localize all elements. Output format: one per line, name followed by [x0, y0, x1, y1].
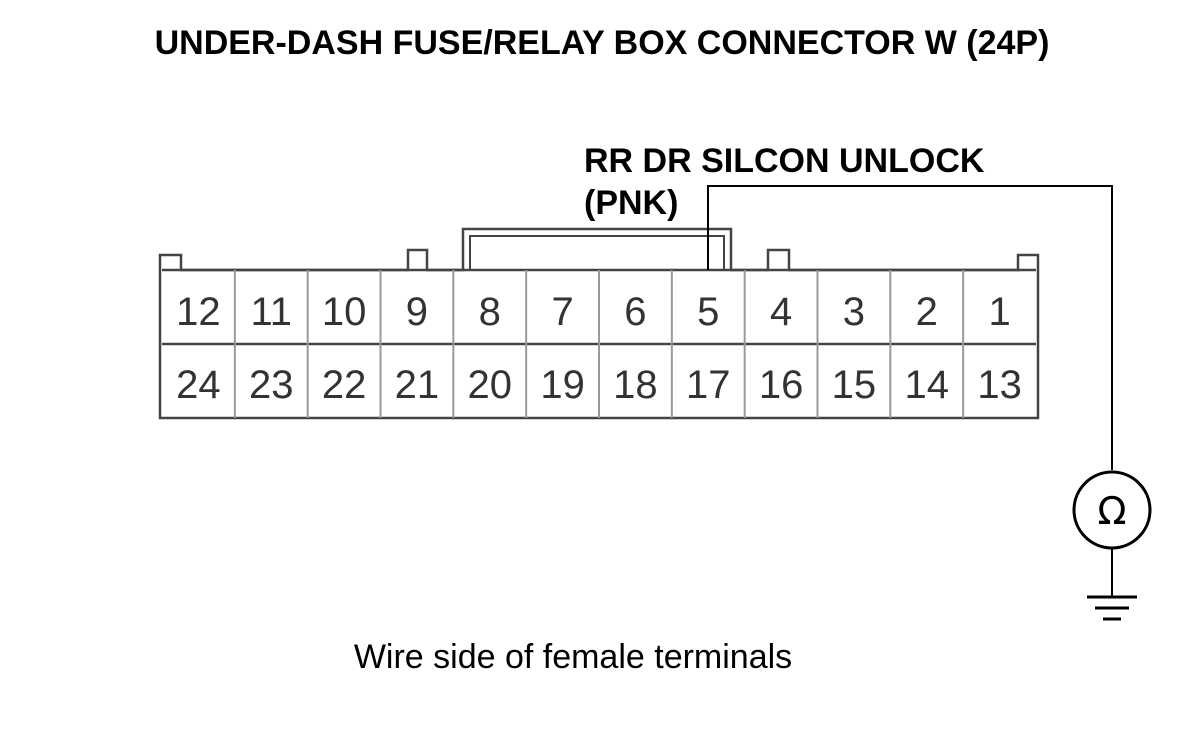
diagram-caption: Wire side of female terminals — [354, 638, 792, 676]
terminal-3: 3 — [843, 290, 865, 334]
terminal-20: 20 — [468, 363, 513, 407]
wire-label-line2: (PNK) — [584, 184, 678, 222]
terminal-19: 19 — [540, 363, 585, 407]
terminal-10: 10 — [322, 290, 367, 334]
ohmmeter-icon: Ω — [1072, 470, 1152, 550]
wire-label-line1: RR DR SILCON UNLOCK — [584, 142, 985, 180]
terminal-9: 9 — [406, 290, 428, 334]
terminal-18: 18 — [613, 363, 658, 407]
terminal-5: 5 — [697, 290, 719, 334]
terminal-15: 15 — [832, 363, 877, 407]
terminal-16: 16 — [759, 363, 804, 407]
terminal-4: 4 — [770, 290, 792, 334]
diagram-title: UNDER-DASH FUSE/RELAY BOX CONNECTOR W (2… — [155, 24, 1050, 62]
ohmmeter-symbol: Ω — [1097, 489, 1126, 533]
terminal-2: 2 — [916, 290, 938, 334]
terminal-6: 6 — [624, 290, 646, 334]
terminal-21: 21 — [395, 363, 440, 407]
terminal-1: 1 — [988, 290, 1010, 334]
connector-lock-ridge — [469, 235, 725, 270]
terminal-7: 7 — [551, 290, 573, 334]
probe-wire — [707, 185, 1113, 470]
terminal-24: 24 — [176, 363, 221, 407]
terminal-13: 13 — [977, 363, 1022, 407]
terminal-22: 22 — [322, 363, 367, 407]
terminal-23: 23 — [249, 363, 294, 407]
terminal-11: 11 — [250, 290, 292, 334]
terminal-12: 12 — [176, 290, 221, 334]
ground-icon — [1087, 595, 1137, 621]
terminal-14: 14 — [905, 363, 950, 407]
terminal-8: 8 — [479, 290, 501, 334]
terminal-17: 17 — [686, 363, 731, 407]
